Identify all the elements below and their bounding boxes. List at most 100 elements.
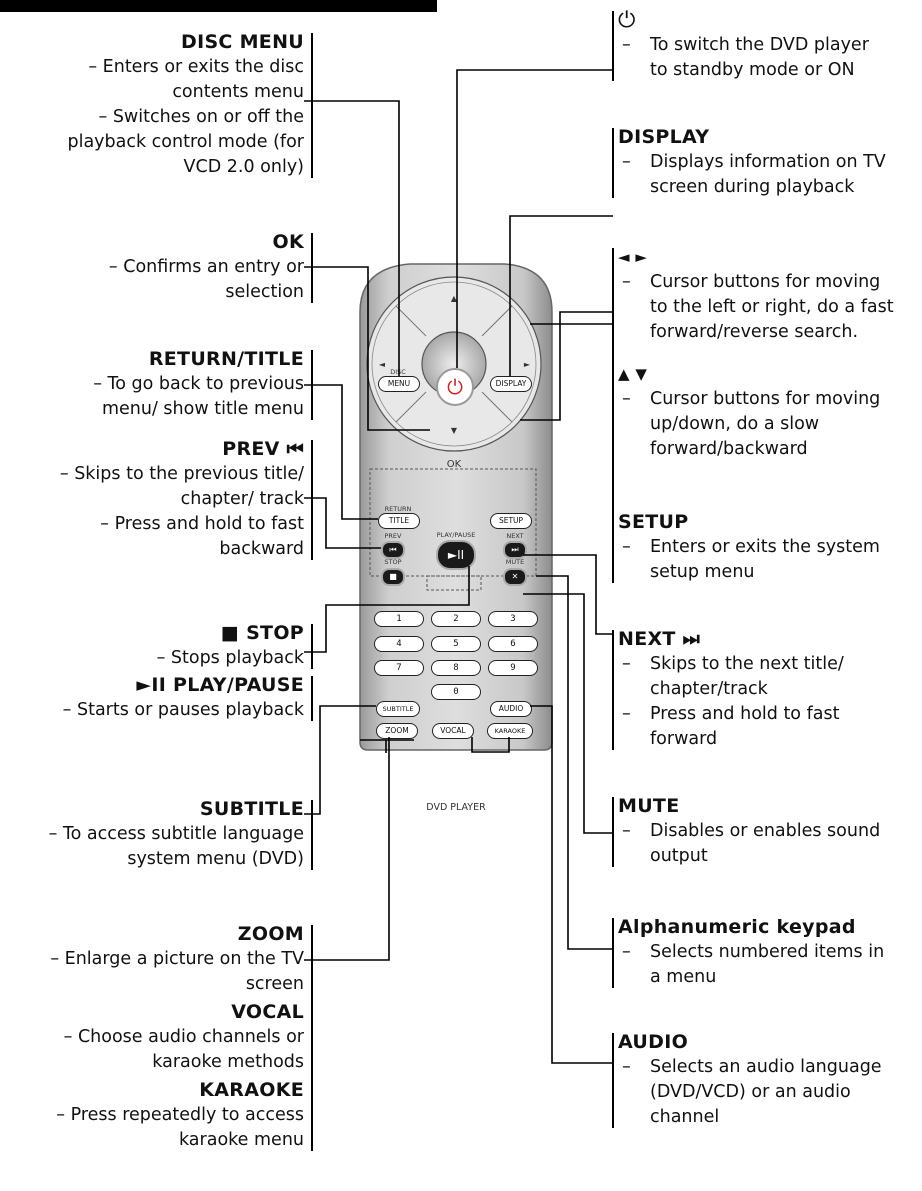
svg-text:▲: ▲ — [451, 294, 458, 303]
block-title: AUDIO — [618, 1031, 689, 1053]
line: chapter/ track — [180, 489, 304, 509]
block-title: ◄ ► — [618, 248, 648, 266]
play-pause-label: PLAY/PAUSE — [436, 531, 476, 539]
line: VCD 2.0 only) — [183, 157, 304, 177]
bracket — [612, 797, 614, 867]
block-title: ZOOM — [237, 923, 304, 945]
zoom-button[interactable]: ZOOM — [376, 723, 418, 739]
line: – Confirms an entry or — [108, 257, 304, 277]
block-title: PREV ⏮ — [222, 438, 304, 460]
block-title: ▲ ▼ — [618, 365, 648, 383]
line: selection — [225, 282, 304, 302]
key-6[interactable]: 6 — [488, 636, 538, 652]
bracket — [311, 800, 313, 870]
next-button[interactable]: ⏭ — [503, 541, 527, 559]
bracket — [311, 676, 313, 721]
bracket — [311, 350, 313, 420]
bracket — [612, 513, 614, 583]
key-1[interactable]: 1 — [374, 611, 424, 627]
karaoke-button[interactable]: KARAOKE — [487, 723, 533, 739]
line: contents menu — [172, 82, 304, 102]
mute-button[interactable]: ✕ — [503, 568, 527, 586]
bracket — [311, 925, 313, 1151]
block-title: Alphanumeric keypad — [618, 916, 856, 938]
key-2[interactable]: 2 — [431, 611, 481, 627]
line: – Switches on or off the — [98, 107, 305, 127]
bracket — [612, 630, 614, 750]
mute-label: MUTE — [505, 558, 525, 566]
block-title: RETURN/TITLE — [148, 348, 304, 370]
key-4[interactable]: 4 — [374, 636, 424, 652]
key-5[interactable]: 5 — [431, 636, 481, 652]
block-title: DISPLAY — [618, 126, 710, 148]
play-pause-button[interactable]: ►II — [436, 540, 476, 570]
key-8[interactable]: 8 — [431, 660, 481, 676]
line: – To access subtitle language — [48, 824, 304, 844]
block-title: NEXT ⏭ — [618, 628, 701, 650]
brand-logo: PHILIPS — [409, 755, 503, 776]
bracket — [311, 440, 313, 560]
stop-button[interactable]: ■ — [381, 568, 405, 586]
display-button[interactable]: DISPLAY — [490, 376, 532, 392]
key-7[interactable]: 7 — [374, 660, 424, 676]
line: – Choose audio channels or — [63, 1027, 304, 1047]
next-label: NEXT — [506, 532, 524, 540]
line: – Skips to the previous title/ — [59, 464, 304, 484]
audio-button[interactable]: AUDIO — [490, 701, 532, 717]
block-title: SUBTITLE — [199, 798, 304, 820]
audio-block: AUDIO –Selects an audio language(DVD/VCD… — [612, 1030, 882, 1130]
subtitle-block: SUBTITLE – To access subtitle language s… — [48, 797, 313, 872]
bracket — [612, 128, 614, 198]
play-pause-block: ►II PLAY/PAUSE – Starts or pauses playba… — [62, 673, 313, 723]
line: – Enlarge a picture on the TV — [50, 949, 304, 969]
key-9[interactable]: 9 — [488, 660, 538, 676]
bracket — [311, 233, 313, 303]
ok-button[interactable]: OK — [446, 459, 462, 470]
svg-text:▼: ▼ — [451, 426, 458, 435]
block-title: ►II PLAY/PAUSE — [136, 674, 304, 696]
power-button[interactable] — [436, 368, 474, 406]
line: – Stops playback — [156, 648, 304, 668]
next-block: NEXT ⏭ –Skips to the next title/chapter/… — [612, 627, 844, 752]
block-title: KARAOKE — [199, 1079, 304, 1101]
bracket — [612, 1033, 614, 1128]
item: –Selects an audio language(DVD/VCD) or a… — [622, 1057, 882, 1127]
svg-text:◄: ◄ — [379, 360, 386, 369]
line: playback control mode (for — [67, 132, 304, 152]
header-bar — [0, 0, 437, 12]
line: – Starts or pauses playback — [62, 700, 304, 720]
model-label: DVD PLAYER — [426, 802, 486, 813]
block-title: OK — [272, 231, 304, 253]
stop-block: ■ STOP – Stops playback — [156, 621, 313, 671]
prev-label: PREV — [384, 532, 402, 540]
zoom-block: ZOOM – Enlarge a picture on the TV scree… — [50, 922, 313, 1153]
svg-text:►: ► — [524, 360, 531, 369]
line: karaoke methods — [152, 1052, 304, 1072]
line: system menu (DVD) — [127, 849, 304, 869]
block-title: VOCAL — [231, 1001, 304, 1023]
prev-block: PREV ⏮ – Skips to the previous title/ ch… — [59, 437, 313, 562]
setup-button[interactable]: SETUP — [490, 513, 532, 529]
key-3[interactable]: 3 — [488, 611, 538, 627]
prev-button[interactable]: ⏮ — [381, 541, 405, 559]
bracket — [612, 11, 614, 81]
block-title: MUTE — [618, 795, 680, 817]
block-title: ■ STOP — [220, 622, 304, 644]
key-0[interactable]: 0 — [431, 684, 481, 700]
title-button[interactable]: TITLE — [378, 513, 420, 529]
disc-menu-button[interactable]: MENU — [378, 376, 420, 392]
subtitle-button[interactable]: SUBTITLE — [376, 701, 420, 717]
vocal-button[interactable]: VOCAL — [432, 723, 474, 739]
return-label: RETURN — [384, 505, 412, 513]
